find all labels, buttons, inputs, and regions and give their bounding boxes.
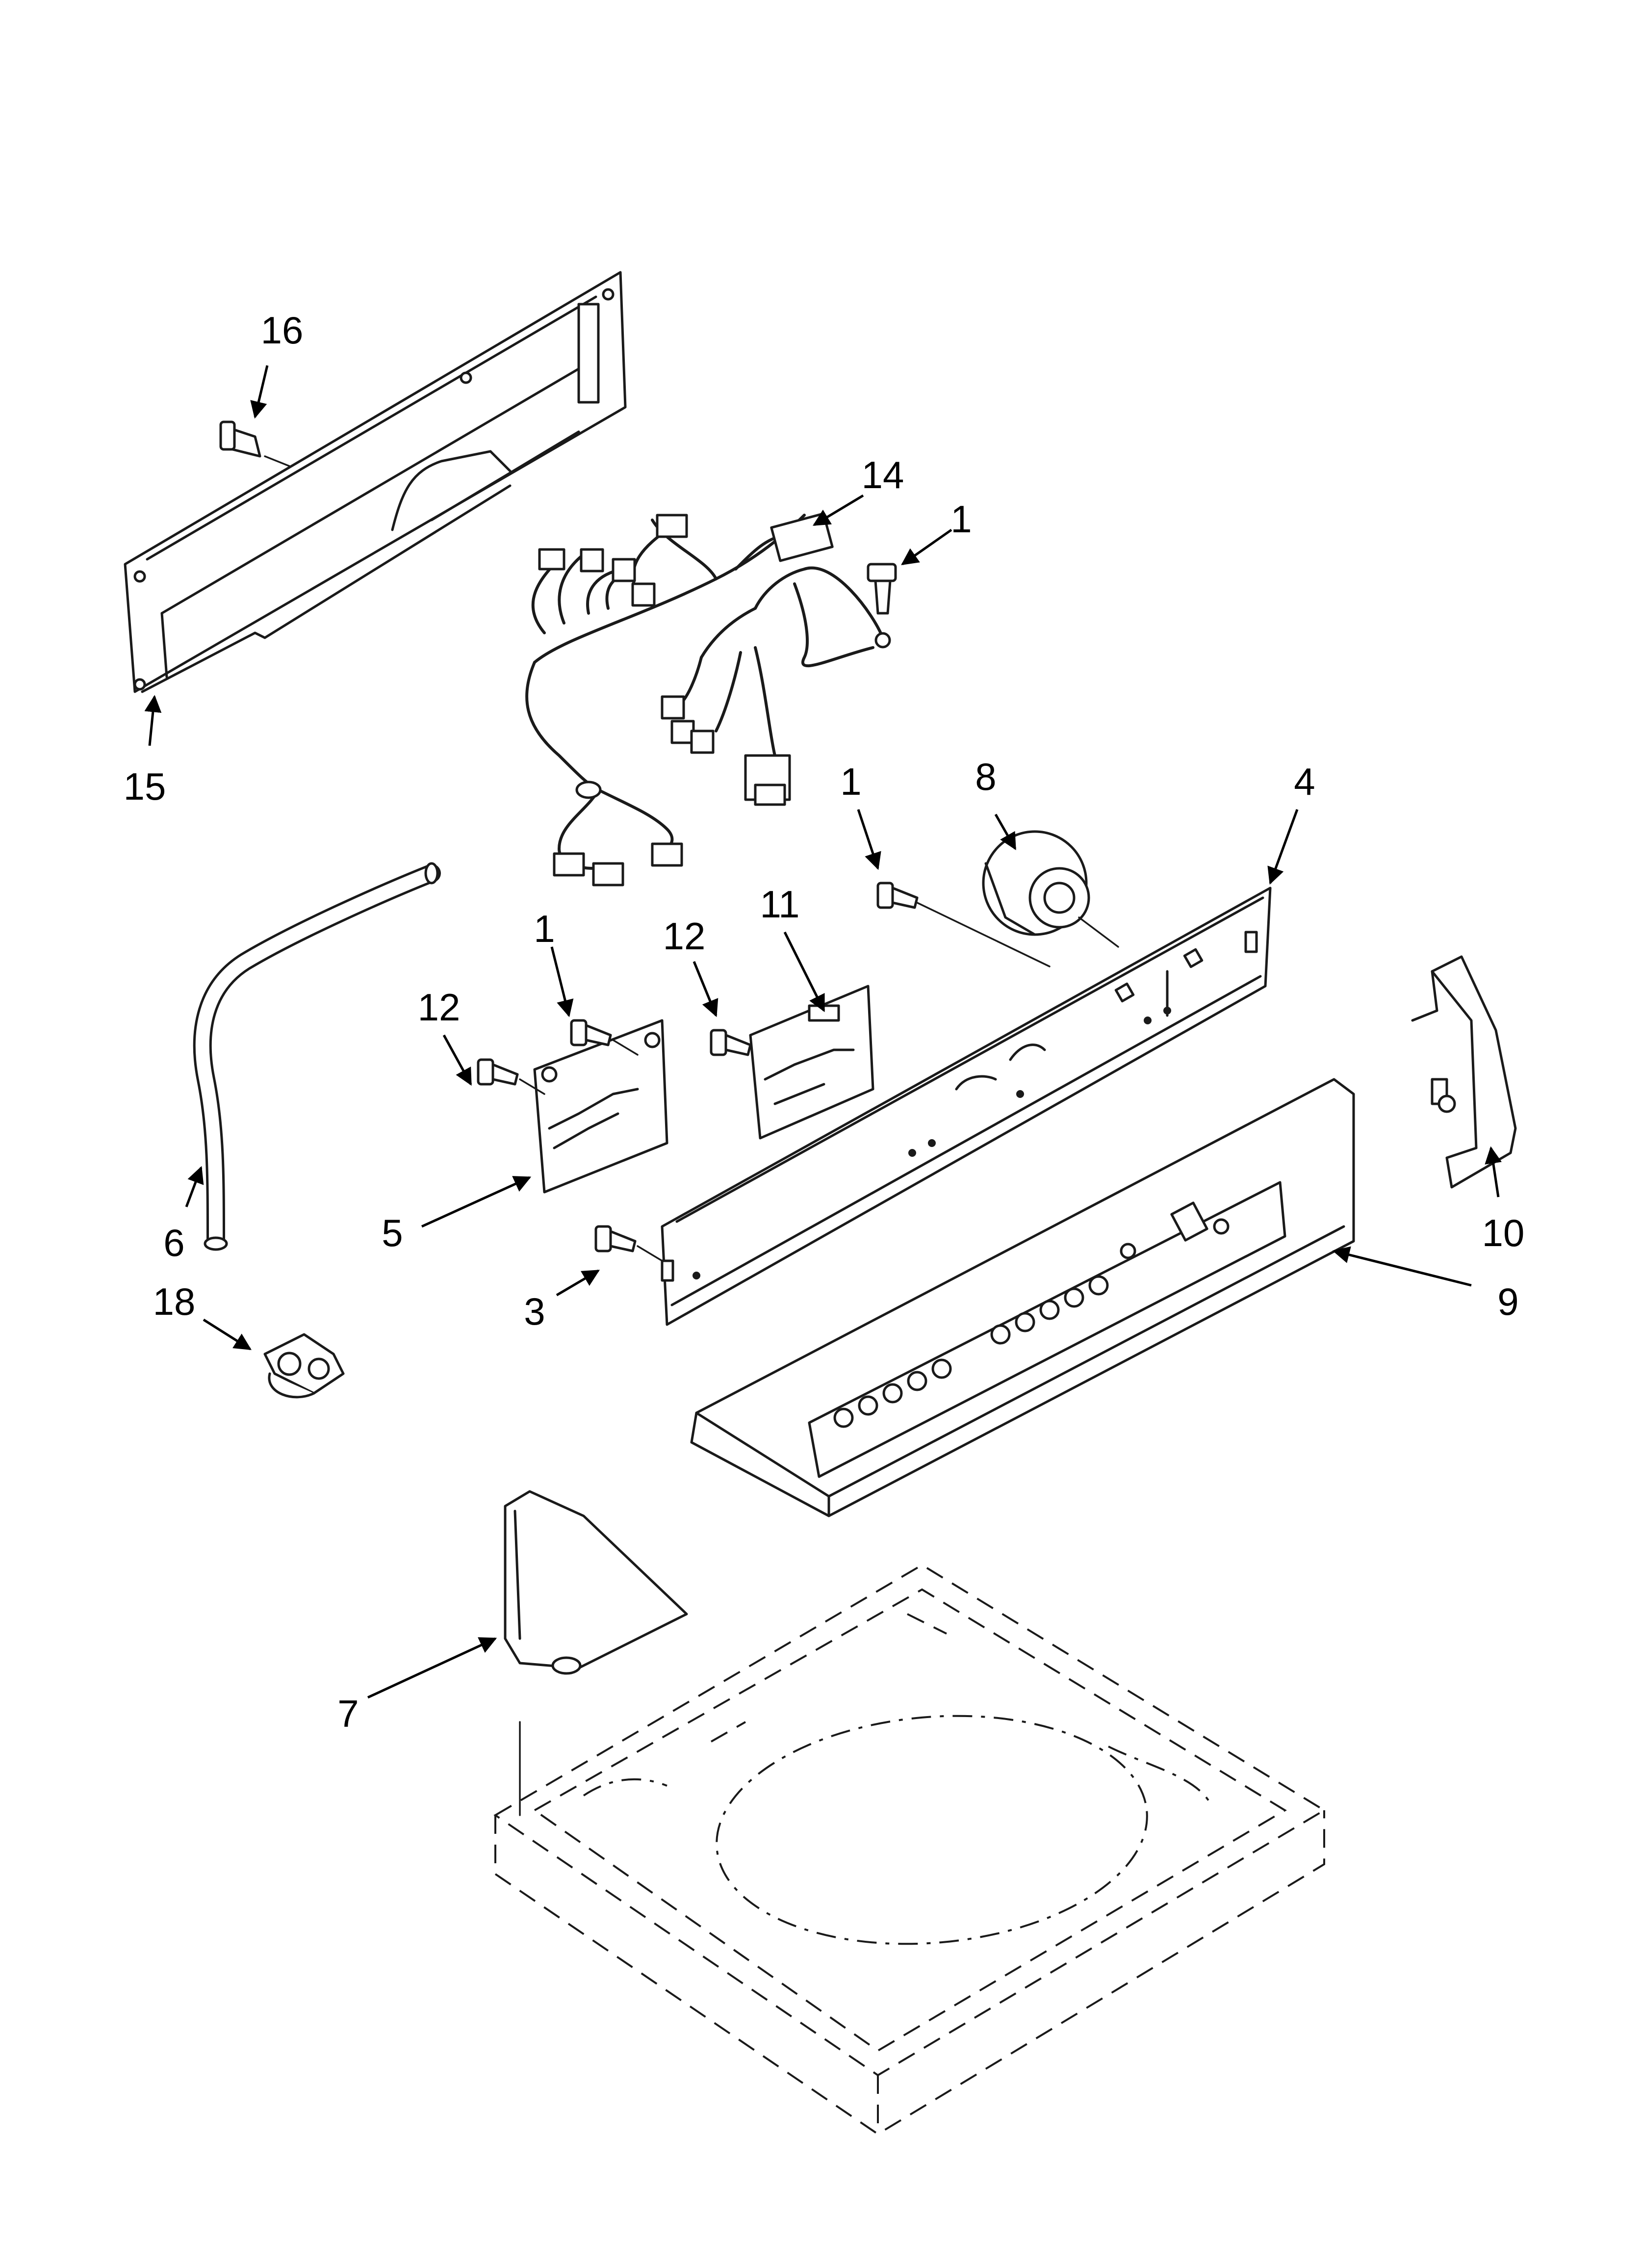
clip-part-18 [263,1333,345,1399]
callout-10: 10 [1482,1211,1525,1254]
callout-numbers: 16 15 14 1 1 8 4 1 12 12 11 5 6 18 3 9 1… [124,309,1525,1735]
cabinet-top-reference [493,1564,1326,2136]
hose-part-6 [193,862,441,1251]
callout-15: 15 [124,765,166,808]
control-board-part-5 [533,1019,668,1194]
callout-1-board: 1 [534,907,555,950]
screw-part-1-console [876,882,1051,967]
callout-1-console: 1 [840,760,861,803]
callout-4: 4 [1294,760,1315,803]
rear-bracket-part-15 [124,271,627,693]
screw-part-12-mid [710,1029,752,1056]
switch-part-8 [982,830,1119,948]
callout-14: 14 [862,453,904,496]
console-buttons [833,1218,1230,1428]
callout-3: 3 [524,1290,545,1333]
callout-12-mid: 12 [663,914,706,958]
console-panel-part-4 [661,886,1272,1326]
end-cap-part-10 [1411,955,1517,1189]
callout-6: 6 [163,1221,184,1264]
end-cap-part-7 [504,1490,688,1675]
callout-18: 18 [153,1280,196,1323]
screw-part-1-top [867,563,897,615]
callout-leaders [144,365,1502,1699]
callout-7: 7 [337,1692,359,1735]
callout-9: 9 [1497,1280,1518,1323]
wire-harness-part-14 [525,512,891,886]
screw-part-16 [219,420,290,467]
callout-8: 8 [975,755,996,798]
callout-12-left: 12 [418,986,461,1029]
callout-5: 5 [382,1211,403,1254]
screw-part-12-left [477,1058,545,1095]
console-front-part-9 [690,1078,1355,1517]
screw-part-3 [594,1225,663,1262]
callout-16: 16 [261,309,304,352]
control-board-part-11 [749,985,874,1140]
screw-part-1-board [570,1019,639,1056]
callout-11: 11 [760,883,800,926]
callout-1-top: 1 [950,497,972,541]
